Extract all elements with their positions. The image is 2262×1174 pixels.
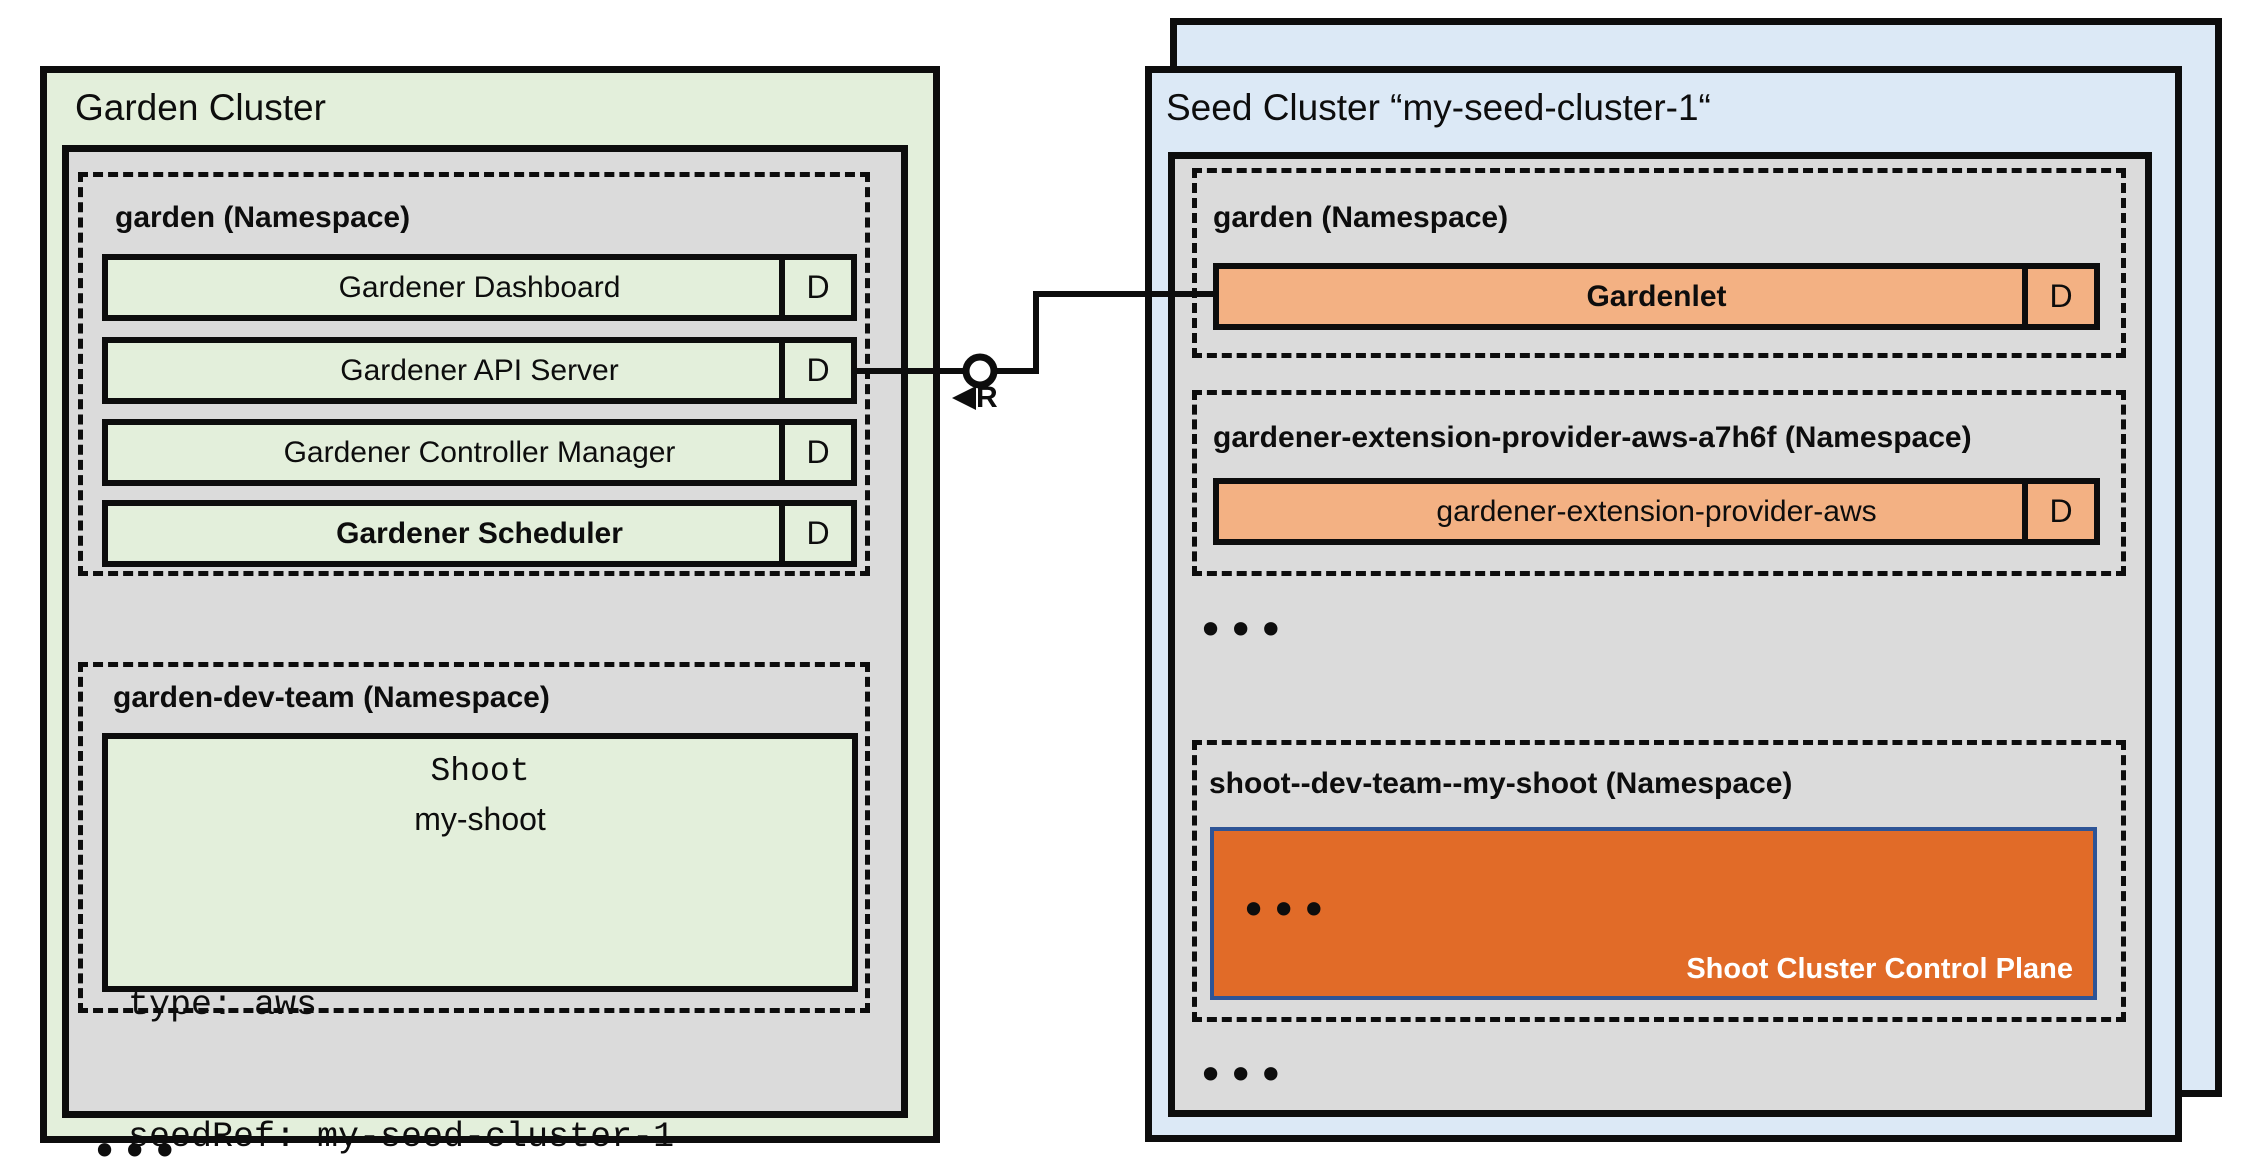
control-plane-ellipsis: ••• (1240, 883, 1331, 937)
deployment-gardener-dashboard: Gardener Dashboard D (102, 254, 857, 321)
garden-more-ellipsis: ••• (91, 1124, 182, 1174)
namespace-garden-title: garden (Namespace) (115, 201, 411, 234)
deployment-extension-provider-aws: gardener-extension-provider-aws D (1213, 478, 2100, 545)
namespace-garden: garden (Namespace) Gardener Dashboard D … (78, 172, 870, 576)
seed-namespace-shoot-title: shoot--dev-team--my-shoot (Namespace) (1209, 767, 1793, 800)
seed-more-ellipsis-top: ••• (1197, 603, 1288, 657)
watch-arrow-icon (952, 386, 976, 410)
seed-cluster-title: Seed Cluster “my-seed-cluster-1“ (1166, 87, 1711, 128)
seed-namespace-shoot: shoot--dev-team--my-shoot (Namespace) ••… (1192, 740, 2126, 1022)
deployment-gardener-api-server: Gardener API Server D (102, 337, 857, 404)
shoot-spec-type: type: aws (128, 985, 318, 1025)
deployment-gardenlet: Gardenlet D (1213, 263, 2100, 330)
seed-namespace-garden: garden (Namespace) Gardenlet D (1192, 168, 2126, 358)
shoot-resource-box: Shoot my-shoot type: aws seedRef: my-see… (102, 733, 858, 1157)
namespace-garden-dev-team: garden-dev-team (Namespace) Shoot my-sho… (78, 662, 870, 1157)
seed-namespace-garden-title: garden (Namespace) (1213, 201, 1509, 234)
deployment-gardener-controller-manager: Gardener Controller Manager D (102, 419, 857, 486)
seed-more-ellipsis-bottom: ••• (1197, 1048, 1288, 1102)
deployment-badge-d: D (779, 506, 851, 561)
deployment-label: Gardener Dashboard (338, 270, 621, 304)
shoot-kind: Shoot (430, 753, 530, 790)
garden-cluster-box: Garden Cluster garden (Namespace) Garden… (40, 66, 940, 1174)
garden-cluster-title: Garden Cluster (75, 87, 326, 128)
deployment-badge-d: D (2022, 484, 2094, 539)
deployment-label: gardener-extension-provider-aws (1436, 494, 1877, 528)
seed-namespace-extension: gardener-extension-provider-aws-a7h6f (N… (1192, 390, 2126, 576)
connector-r-label: R (976, 381, 998, 414)
deployment-badge-d: D (779, 425, 851, 480)
namespace-garden-dev-team-title: garden-dev-team (Namespace) (113, 681, 550, 714)
seed-cluster-box: Seed Cluster “my-seed-cluster-1“ garden … (1145, 66, 2182, 1142)
deployment-badge-d: D (779, 343, 851, 398)
garden-cluster-inner-box: garden (Namespace) Gardener Dashboard D … (62, 145, 908, 1174)
seed-cluster-inner-box: garden (Namespace) Gardenlet D gardener-… (1168, 152, 2152, 1117)
deployment-gardener-scheduler: Gardener Scheduler D (102, 500, 857, 567)
shoot-name: my-shoot (414, 801, 546, 837)
seed-namespace-extension-title: gardener-extension-provider-aws-a7h6f (N… (1213, 421, 1972, 454)
deployment-label: Gardener API Server (340, 353, 619, 387)
deployment-label: Gardener Controller Manager (283, 435, 676, 469)
shoot-control-plane-box: ••• Shoot Cluster Control Plane (1210, 827, 2097, 1000)
control-plane-label: Shoot Cluster Control Plane (1686, 953, 2073, 985)
deployment-badge-d: D (2022, 269, 2094, 324)
deployment-badge-d: D (779, 260, 851, 315)
deployment-label: Gardenlet (1586, 279, 1727, 313)
deployment-label: Gardener Scheduler (336, 516, 623, 550)
shoot-spec-seedref: seedRef: my-seed-cluster-1 (128, 1117, 675, 1157)
